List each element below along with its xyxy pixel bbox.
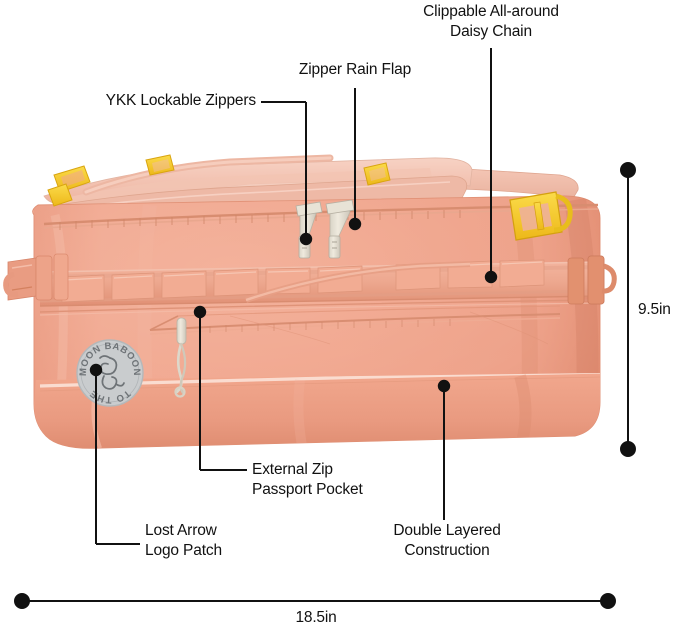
callout-label-clippable-daisy-chain: Clippable All-around Daisy Chain (423, 3, 559, 40)
callout-label-double-layered-construction: Double Layered Construction (393, 522, 501, 559)
callout-label-ykk-lockable-zippers: YKK Lockable Zippers (105, 92, 257, 109)
bag-main-body (3, 195, 617, 449)
width-dimension-label: 18.5in (295, 609, 337, 626)
lost-arrow-logo-patch: MOON BABOON TO THE (76, 339, 144, 407)
callout-label-external-zip-passport-pocket: External Zip Passport Pocket (252, 461, 363, 498)
svg-text:TO THE: TO THE (88, 388, 133, 406)
callout-label-zipper-rain-flap: Zipper Rain Flap (298, 61, 412, 78)
side-compression-strap-right (567, 255, 617, 305)
ykk-lockable-zipper-pulls (295, 199, 355, 259)
buckle-center-yellow (145, 154, 175, 176)
passport-pocket-zipper-pull (174, 317, 187, 398)
callout-label-lost-arrow-logo-patch: Lost Arrow Logo Patch (145, 522, 222, 559)
daisy-chain-webbing (39, 259, 601, 307)
main-zipper (43, 203, 599, 230)
buckle-right-yellow (509, 191, 573, 241)
height-dimension-label: 9.5in (638, 301, 671, 318)
side-compression-strap-left (3, 253, 69, 301)
buckle-left-yellow (47, 165, 91, 207)
buckle-lid-yellow (363, 162, 391, 186)
